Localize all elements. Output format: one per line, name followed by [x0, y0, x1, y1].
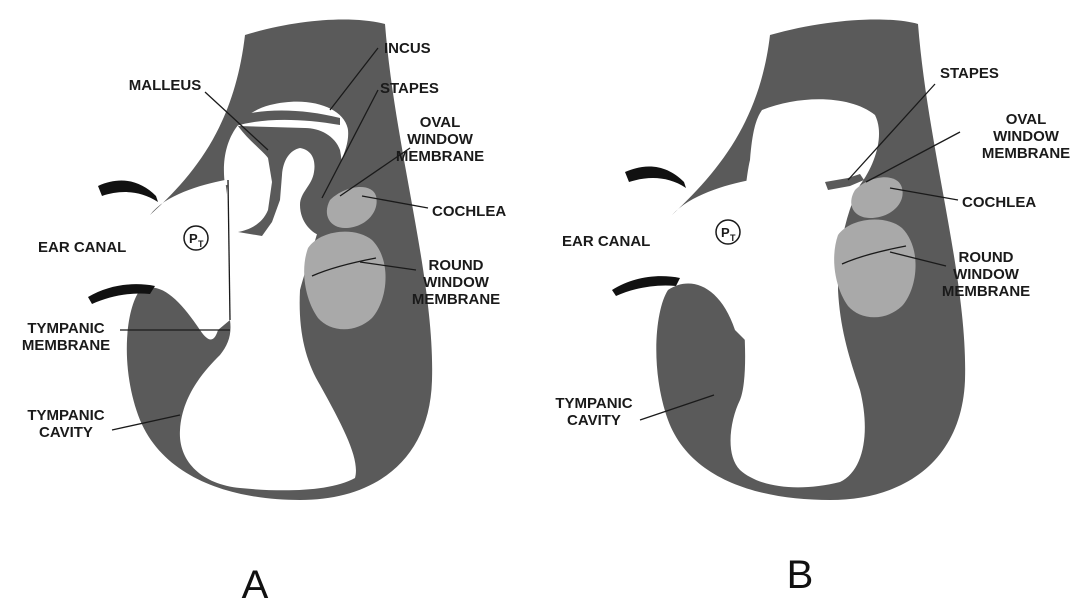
- panel-a-ear-canal-label: EAR CANAL: [38, 239, 126, 256]
- svg-text:MEMBRANE: MEMBRANE: [412, 291, 500, 308]
- panel-b-stapes-label: STAPES: [940, 65, 999, 82]
- svg-text:CAVITY: CAVITY: [39, 424, 93, 441]
- panel-b-ear-canal-label: EAR CANAL: [562, 233, 650, 250]
- panel-a-letter: A: [242, 563, 269, 607]
- svg-text:MEMBRANE: MEMBRANE: [22, 337, 110, 354]
- panel-a-oval-window-label: OVAL WINDOW MEMBRANE: [396, 114, 484, 165]
- svg-text:P: P: [189, 231, 198, 246]
- panel-b-pressure-symbol: P T: [716, 220, 740, 244]
- svg-text:ROUND: ROUND: [959, 249, 1014, 266]
- panel-b: P T STAPES OVAL WINDOW MEMBRANE COCHLEA …: [555, 19, 1070, 597]
- panel-a-tympanic-cavity-label: TYMPANIC CAVITY: [27, 407, 104, 441]
- svg-text:TYMPANIC: TYMPANIC: [27, 320, 104, 337]
- svg-text:TYMPANIC: TYMPANIC: [27, 407, 104, 424]
- svg-text:MEMBRANE: MEMBRANE: [982, 145, 1070, 162]
- panel-b-cochlea-label: COCHLEA: [962, 194, 1036, 211]
- svg-text:WINDOW: WINDOW: [953, 266, 1020, 283]
- panel-a-pressure-symbol: P T: [184, 226, 208, 250]
- panel-a-round-window-label: ROUND WINDOW MEMBRANE: [412, 257, 500, 308]
- panel-a-round-window-fluid: [304, 232, 385, 330]
- panel-a-ear-canal-upper: [98, 181, 158, 202]
- svg-text:MEMBRANE: MEMBRANE: [942, 283, 1030, 300]
- panel-a-stapes-label: STAPES: [380, 80, 439, 97]
- svg-text:OVAL: OVAL: [420, 114, 461, 131]
- svg-text:T: T: [730, 233, 736, 243]
- svg-text:OVAL: OVAL: [1006, 111, 1047, 128]
- svg-text:TYMPANIC: TYMPANIC: [555, 395, 632, 412]
- panel-b-oval-window-label: OVAL WINDOW MEMBRANE: [982, 111, 1070, 162]
- svg-text:WINDOW: WINDOW: [423, 274, 490, 291]
- svg-text:ROUND: ROUND: [429, 257, 484, 274]
- panel-b-round-window-label: ROUND WINDOW MEMBRANE: [942, 249, 1030, 300]
- svg-text:T: T: [198, 239, 204, 249]
- panel-a-malleus-label: MALLEUS: [129, 77, 202, 94]
- panel-b-ear-canal-upper: [625, 167, 686, 188]
- svg-text:P: P: [721, 225, 730, 240]
- panel-b-tympanic-cavity-label: TYMPANIC CAVITY: [555, 395, 632, 429]
- panel-a-cochlea-label: COCHLEA: [432, 203, 506, 220]
- panel-b-letter: B: [787, 553, 814, 597]
- panel-a-tympanic-membrane-label: TYMPANIC MEMBRANE: [22, 320, 110, 354]
- panel-a: P T MALLEUS INCUS STAPES OVAL WINDOW MEM…: [22, 19, 507, 607]
- svg-text:MEMBRANE: MEMBRANE: [396, 148, 484, 165]
- panel-b-round-window-fluid: [834, 220, 915, 318]
- svg-text:CAVITY: CAVITY: [567, 412, 621, 429]
- svg-text:WINDOW: WINDOW: [993, 128, 1060, 145]
- panel-a-incus-label: INCUS: [384, 40, 431, 57]
- svg-text:WINDOW: WINDOW: [407, 131, 474, 148]
